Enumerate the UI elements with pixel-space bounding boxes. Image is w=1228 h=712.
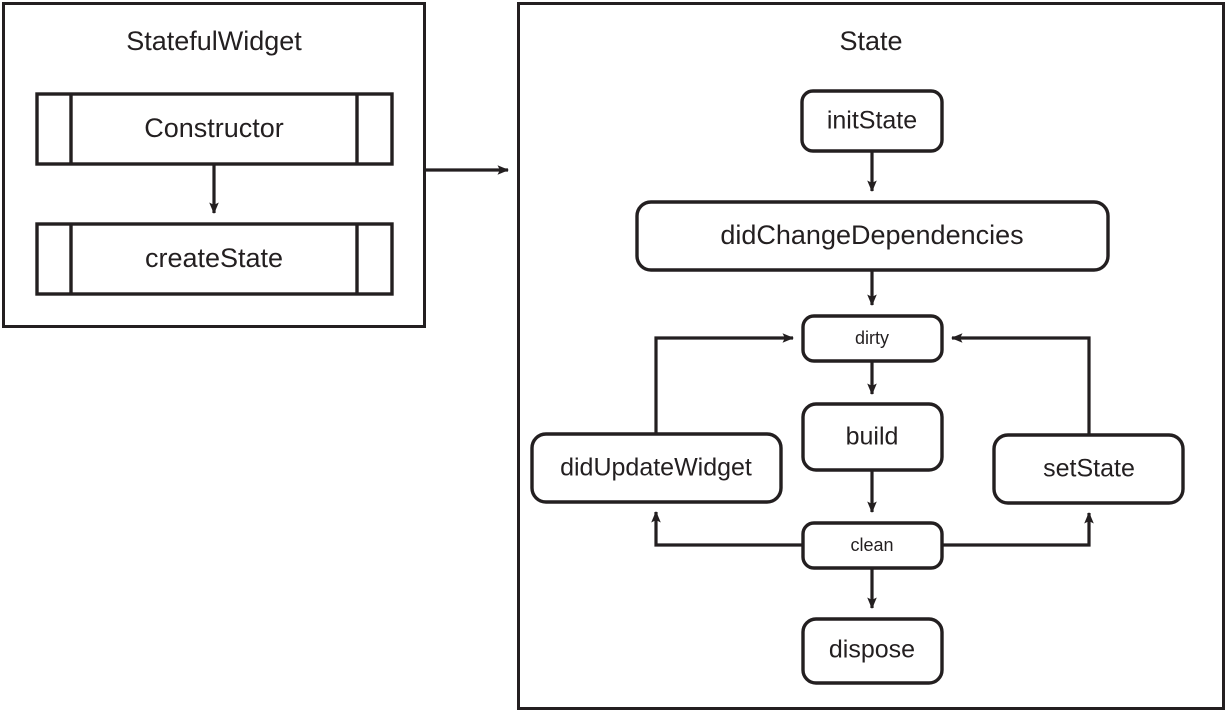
node-constructor-label: Constructor — [144, 113, 284, 143]
node-create-state-box — [35, 222, 394, 296]
node-create-state[interactable]: createState — [35, 222, 394, 296]
node-dispose-box — [801, 617, 944, 685]
node-dirty-label: dirty — [855, 328, 889, 348]
panel-stateful-widget: StatefulWidget Constructor createState — [2, 2, 426, 328]
node-did-update-widget[interactable]: didUpdateWidget — [530, 432, 783, 504]
node-did-change-dependencies-label: didChangeDependencies — [720, 220, 1023, 250]
panel-stateful-widget-title: StatefulWidget — [126, 26, 302, 56]
node-dispose-label: dispose — [829, 636, 915, 664]
node-dirty[interactable]: dirty — [801, 314, 944, 363]
panel-state-title: State — [839, 26, 902, 56]
panel-state: State initState didChangeDependencies di… — [517, 2, 1225, 710]
node-create-state-label: createState — [145, 243, 283, 273]
edge-did-update-widget-to-dirty — [654, 333, 794, 434]
node-constructor-box — [35, 92, 394, 166]
node-init-state[interactable]: initState — [800, 89, 944, 153]
edge-set-state-to-dirty — [951, 333, 1091, 435]
node-dispose[interactable]: dispose — [801, 617, 944, 685]
edge-clean-to-did-update-widget — [651, 511, 803, 547]
node-constructor[interactable]: Constructor — [35, 92, 394, 166]
node-init-state-label: initState — [827, 107, 917, 135]
node-did-update-widget-label: didUpdateWidget — [560, 454, 752, 482]
node-set-state-label: setState — [1043, 455, 1135, 483]
node-build[interactable]: build — [801, 402, 944, 472]
node-clean-label: clean — [850, 535, 893, 555]
node-set-state[interactable]: setState — [992, 433, 1185, 505]
node-did-change-dependencies[interactable]: didChangeDependencies — [635, 200, 1110, 272]
node-clean[interactable]: clean — [801, 521, 944, 570]
node-build-label: build — [846, 423, 899, 451]
edge-clean-to-set-state — [942, 512, 1094, 547]
